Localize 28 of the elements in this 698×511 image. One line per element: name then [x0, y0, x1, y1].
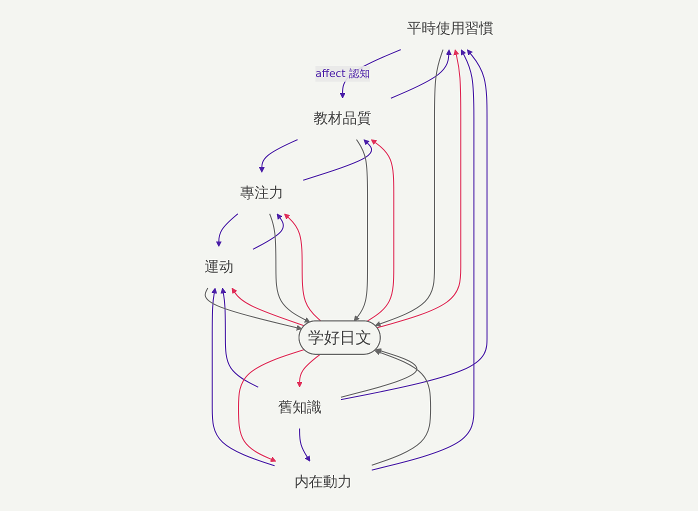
arrow	[374, 49, 444, 327]
arrow	[204, 288, 302, 331]
node-text: 平時使用習慣	[406, 20, 494, 38]
node-text: 教材品質	[314, 110, 372, 128]
arrow	[284, 214, 322, 322]
arrow	[211, 288, 275, 466]
edge-label: affect 認知	[315, 67, 370, 80]
arrow	[377, 49, 462, 328]
arrow	[238, 349, 304, 462]
arrow	[354, 139, 368, 322]
node-text: 專注力	[240, 184, 284, 202]
arrow	[366, 139, 394, 322]
arrow	[232, 288, 305, 326]
arrow	[372, 350, 432, 466]
arrow	[372, 49, 474, 471]
node-text: 舊知識	[278, 400, 322, 416]
arrow	[390, 49, 452, 99]
arrow	[269, 214, 310, 323]
arrow	[258, 139, 298, 173]
arrow	[296, 354, 320, 388]
arrow	[299, 428, 310, 462]
node-text: 運动	[204, 259, 234, 276]
arrow	[220, 288, 258, 388]
arrow	[303, 139, 372, 181]
arrow	[340, 348, 418, 398]
node-text: 内在動力	[294, 474, 352, 490]
arrow	[216, 213, 238, 247]
arrow	[252, 214, 284, 250]
